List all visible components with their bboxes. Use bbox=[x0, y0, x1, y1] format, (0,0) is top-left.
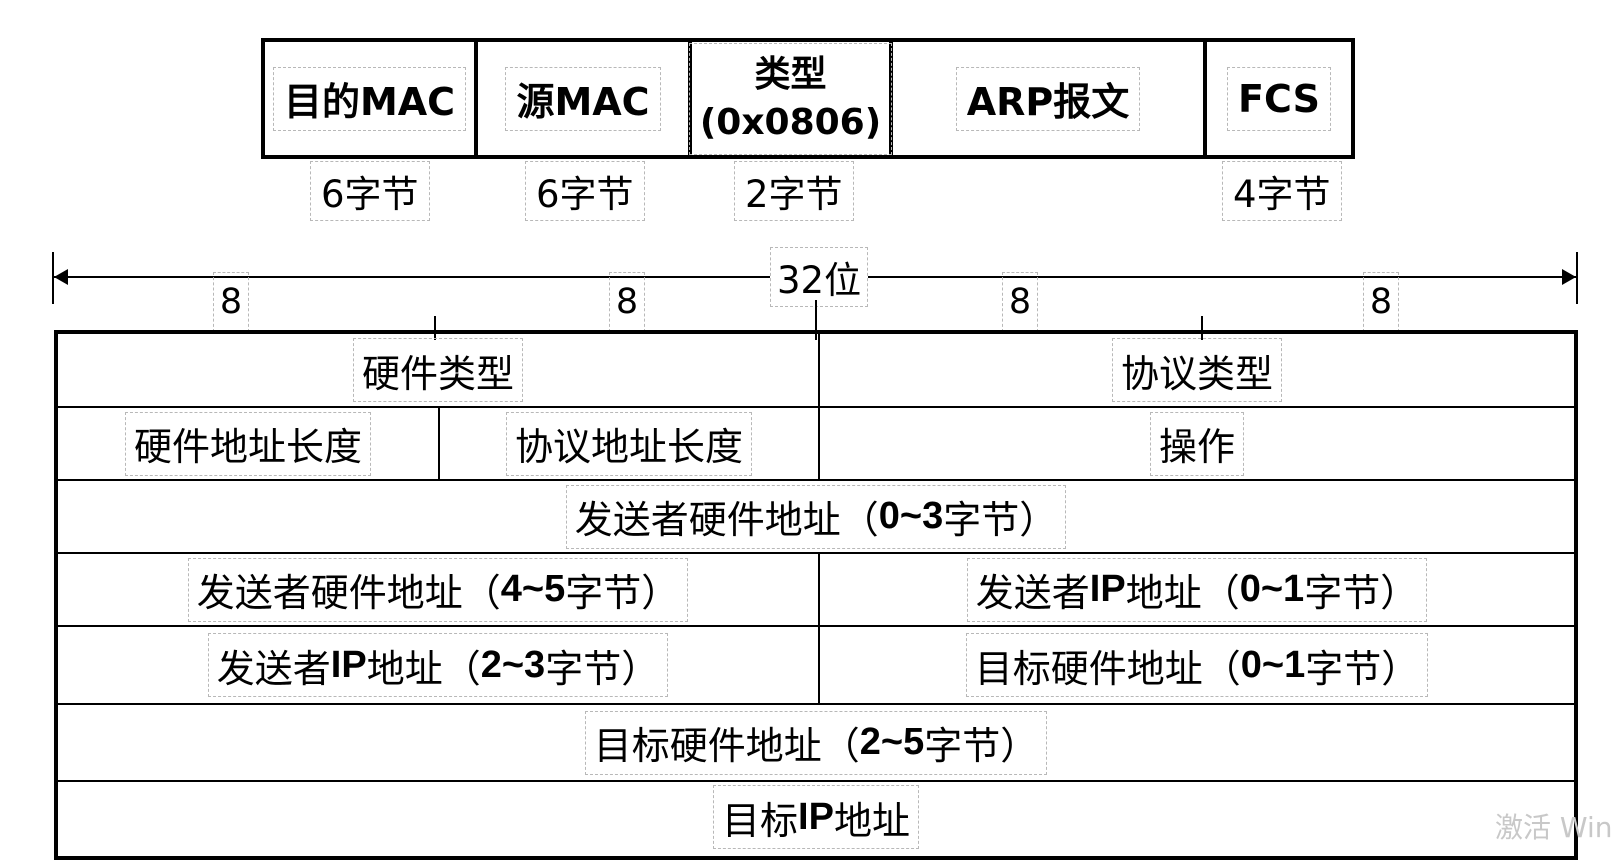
cell-label: 硬件地址长度 bbox=[124, 411, 371, 476]
ruler-segment-1: 8 bbox=[213, 272, 249, 332]
byte-range: 2~3 bbox=[480, 643, 546, 686]
ruler-left-end bbox=[52, 252, 54, 304]
frame-field-label: ARP报文 bbox=[955, 66, 1141, 131]
label-text: 字节） bbox=[545, 646, 660, 691]
frame-bytes-fcs: 4字节 bbox=[1222, 161, 1342, 221]
frame-field-dest-mac: 目的MAC bbox=[265, 42, 478, 155]
label-text: 发送者 bbox=[975, 571, 1090, 615]
label-text: 发送者 bbox=[216, 646, 331, 691]
frame-field-label: 源MAC bbox=[505, 66, 661, 131]
byte-range: 2~5 bbox=[859, 721, 925, 763]
label-text: 发送者硬件地址（ bbox=[196, 571, 501, 615]
frame-type-line2: (0x0806) bbox=[699, 101, 882, 143]
arrow-right-icon bbox=[1562, 269, 1576, 285]
ethernet-frame: 目的MAC 源MAC 类型 (0x0806) ARP报文 FCS bbox=[261, 38, 1355, 159]
byte-range: 0~1 bbox=[1240, 643, 1306, 686]
frame-bytes-type: 2字节 bbox=[734, 161, 854, 221]
arrow-left-icon bbox=[54, 269, 68, 285]
label-text: 发送者硬件地址（ bbox=[574, 498, 879, 542]
arp-cell-proto-addr-len: 协议地址长度 bbox=[440, 408, 820, 479]
arp-row-types: 硬件类型 协议类型 bbox=[58, 334, 1574, 408]
arp-cell-hw-addr-len: 硬件地址长度 bbox=[58, 408, 440, 479]
label-text: 地址（ bbox=[1125, 571, 1240, 615]
byte-range: 0~3 bbox=[878, 495, 944, 537]
frame-field-label: 类型 (0x0806) bbox=[688, 42, 893, 155]
ruler-segment-4: 8 bbox=[1363, 272, 1399, 332]
byte-range: 4~5 bbox=[500, 568, 566, 610]
ruler-segment-3: 8 bbox=[1002, 272, 1038, 332]
label-text: 字节） bbox=[924, 724, 1039, 768]
arp-cell-hardware-type: 硬件类型 bbox=[58, 334, 820, 406]
arp-cell-protocol-type: 协议类型 bbox=[820, 334, 1574, 406]
activation-watermark: 激活 Win bbox=[1495, 811, 1613, 844]
frame-field-type: 类型 (0x0806) bbox=[688, 42, 893, 155]
frame-bytes-src-mac: 6字节 bbox=[525, 161, 645, 221]
ruler-total-bits: 32位 bbox=[770, 247, 869, 307]
label-text: 字节） bbox=[1305, 646, 1420, 691]
label-text: 目标硬件地址（ bbox=[974, 646, 1241, 691]
ip-text: IP bbox=[798, 795, 834, 838]
label-text: 目标 bbox=[722, 798, 799, 843]
ruler-right-end bbox=[1576, 252, 1578, 304]
frame-field-fcs: FCS bbox=[1207, 42, 1351, 155]
label-text: 字节） bbox=[943, 498, 1058, 542]
frame-field-label: FCS bbox=[1227, 66, 1331, 131]
cell-label: 协议类型 bbox=[1111, 338, 1282, 402]
cell-label: 操作 bbox=[1149, 411, 1244, 476]
frame-field-src-mac: 源MAC bbox=[478, 42, 692, 155]
frame-bytes-dest-mac: 6字节 bbox=[310, 161, 430, 221]
ruler-segment-2: 8 bbox=[609, 272, 645, 332]
label-text: 字节） bbox=[565, 571, 680, 615]
cell-label: 硬件类型 bbox=[352, 338, 523, 402]
label-text: 字节） bbox=[1304, 571, 1419, 615]
ip-text: IP bbox=[330, 643, 367, 686]
frame-type-line1: 类型 bbox=[754, 53, 827, 95]
ruler-tick-center bbox=[815, 300, 817, 340]
ruler-tick bbox=[434, 316, 436, 340]
ruler-tick bbox=[1201, 316, 1203, 340]
label-text: 目标硬件地址（ bbox=[593, 724, 860, 768]
byte-range: 0~1 bbox=[1239, 568, 1305, 610]
frame-field-label: 目的MAC bbox=[272, 66, 467, 131]
arp-row-lengths-op: 硬件地址长度 协议地址长度 操作 bbox=[58, 408, 1574, 481]
ip-text: IP bbox=[1089, 568, 1126, 610]
arp-cell-operation: 操作 bbox=[820, 408, 1574, 479]
label-text: 地址（ bbox=[366, 646, 481, 691]
label-text: 地址 bbox=[833, 798, 910, 843]
cell-label: 协议地址长度 bbox=[505, 411, 752, 476]
frame-field-arp-payload: ARP报文 bbox=[893, 42, 1207, 155]
